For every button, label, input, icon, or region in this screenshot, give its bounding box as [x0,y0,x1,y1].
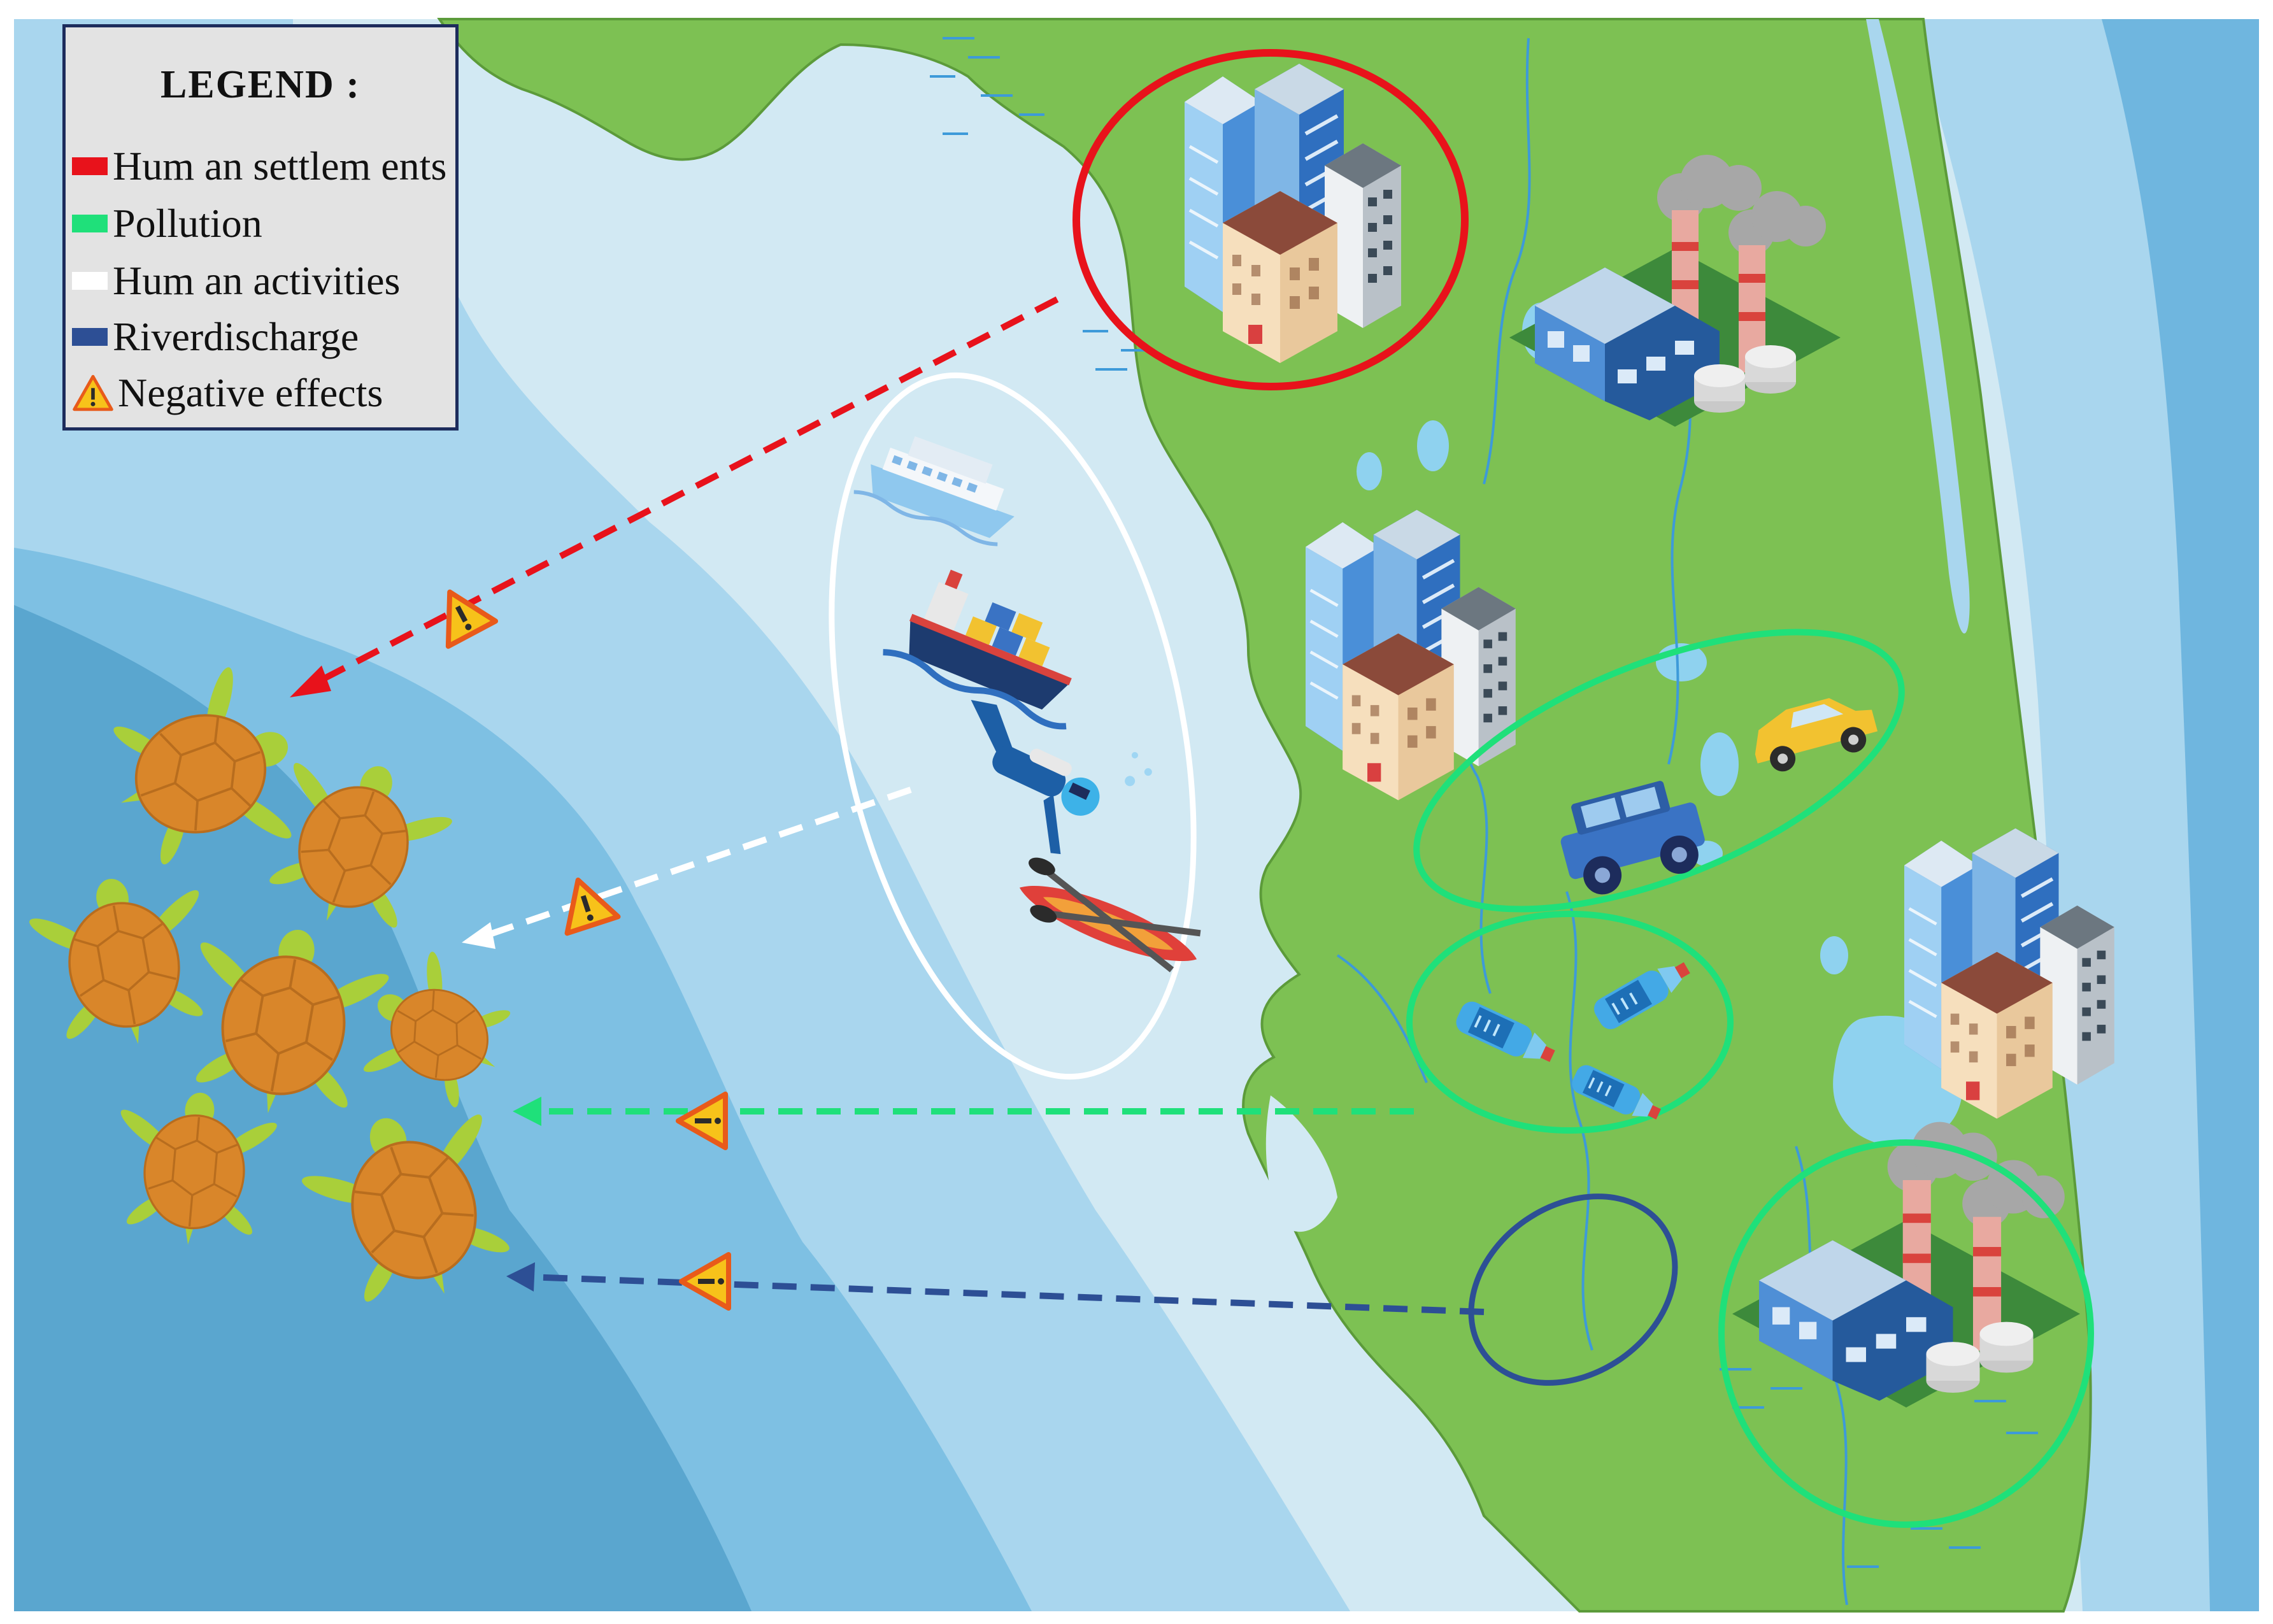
legend-label: Pollution [113,201,262,246]
river-discharge-swatch [72,328,108,346]
car-icon [1755,698,1878,772]
legend-label: Hum an activities [113,258,401,303]
legend: LEGEND : Hum an settlem ents Pollution H… [62,24,459,431]
legend-label: Riverdischarge [113,314,359,359]
impact-arrows [317,296,1485,1315]
pollution-bottles-highlight [1406,911,1734,1134]
pollution-cars-highlight [1413,629,1905,913]
legend-item-activities: Hum an activities [72,255,400,306]
pollution-arrowhead [513,1097,541,1126]
jeep-icon [1560,781,1705,895]
legend-item-negative-effects: Negative effects [72,367,383,418]
pollution-swatch [72,215,108,232]
cargo-ship-icon [883,569,1072,730]
activities-arrowhead [462,922,495,949]
river-discharge-highlight [1468,1193,1678,1386]
settlement-highlight [1072,49,1469,390]
tampa-bay [1265,1095,1337,1232]
warning-icon [73,374,113,411]
legend-label: Negative effects [118,370,383,415]
legend-item-pollution: Pollution [72,198,262,249]
river-discharge-arrowhead [506,1262,535,1292]
legend-label: Hum an settlem ents [113,143,447,189]
legend-item-river-discharge: Riverdischarge [72,311,359,362]
pollution-factory-highlight [1718,1139,2094,1528]
activities-swatch [72,272,108,290]
settlement-arrow [317,296,1059,685]
east-ocean-deep [2102,19,2259,1611]
activities-highlight [829,372,1197,1080]
river-discharge-arrow [528,1274,1485,1315]
cruise-ship-icon [853,436,1015,546]
wetland-marks [930,37,2038,1568]
legend-title: LEGEND : [160,63,360,106]
settlements-swatch [72,157,108,175]
scuba-diver-icon [971,699,1152,855]
barrier-island [1866,19,1970,634]
legend-item-settlements: Hum an settlem ents [72,141,446,192]
kayak-icon [1019,857,1201,972]
settlement-arrowhead [290,666,331,697]
